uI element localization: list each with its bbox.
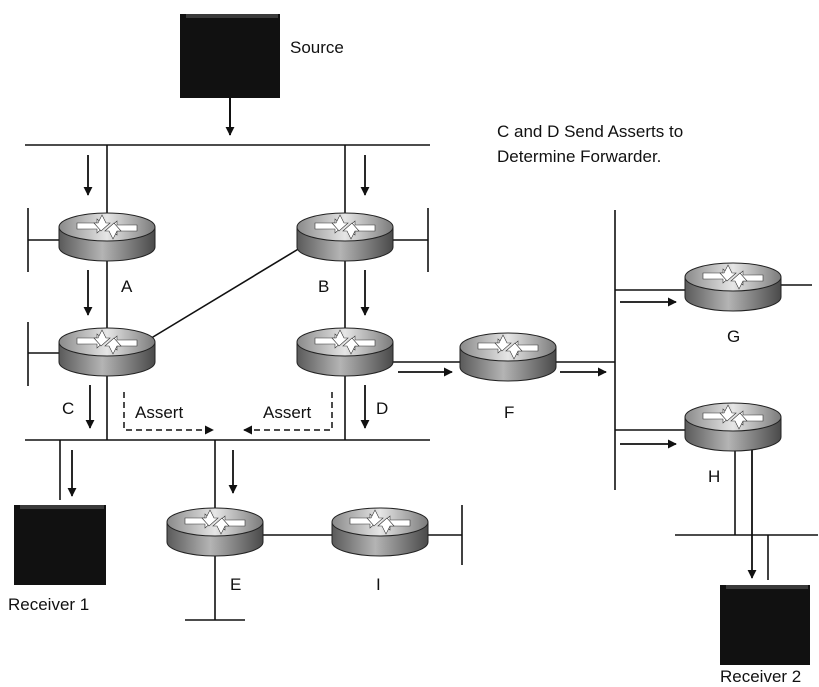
- router-A: [58, 212, 156, 262]
- router-label-B: B: [318, 277, 329, 296]
- router-F: [459, 332, 557, 382]
- router-G: [684, 262, 782, 312]
- router-label-A: A: [121, 277, 133, 296]
- router-label-H: H: [708, 467, 720, 486]
- router-D: [296, 327, 394, 377]
- router-label-I: I: [376, 575, 381, 594]
- router-label-F: F: [504, 403, 514, 422]
- multicast-flow-arrows: [67, 155, 757, 579]
- assert-label-right: Assert: [263, 403, 311, 422]
- note-line-2: Determine Forwarder.: [497, 147, 661, 166]
- assert-label-left: Assert: [135, 403, 183, 422]
- router-H: [684, 402, 782, 452]
- receiver-2-label: Receiver 2: [720, 667, 801, 686]
- receiver-1-device: [14, 505, 106, 585]
- router-label-D: D: [376, 399, 388, 418]
- source-label: Source: [290, 38, 344, 57]
- receiver-2-device: [720, 585, 810, 665]
- note-line-1: C and D Send Asserts to: [497, 122, 683, 141]
- router-B: [296, 212, 394, 262]
- router-label-E: E: [230, 575, 241, 594]
- router-label-C: C: [62, 399, 74, 418]
- router-label-G: G: [727, 327, 740, 346]
- router-I: [331, 507, 429, 557]
- router-C: [58, 327, 156, 377]
- router-E: [166, 507, 264, 557]
- source-device: [180, 14, 280, 136]
- receiver-1-label: Receiver 1: [8, 595, 89, 614]
- assert-arrows: [123, 392, 333, 435]
